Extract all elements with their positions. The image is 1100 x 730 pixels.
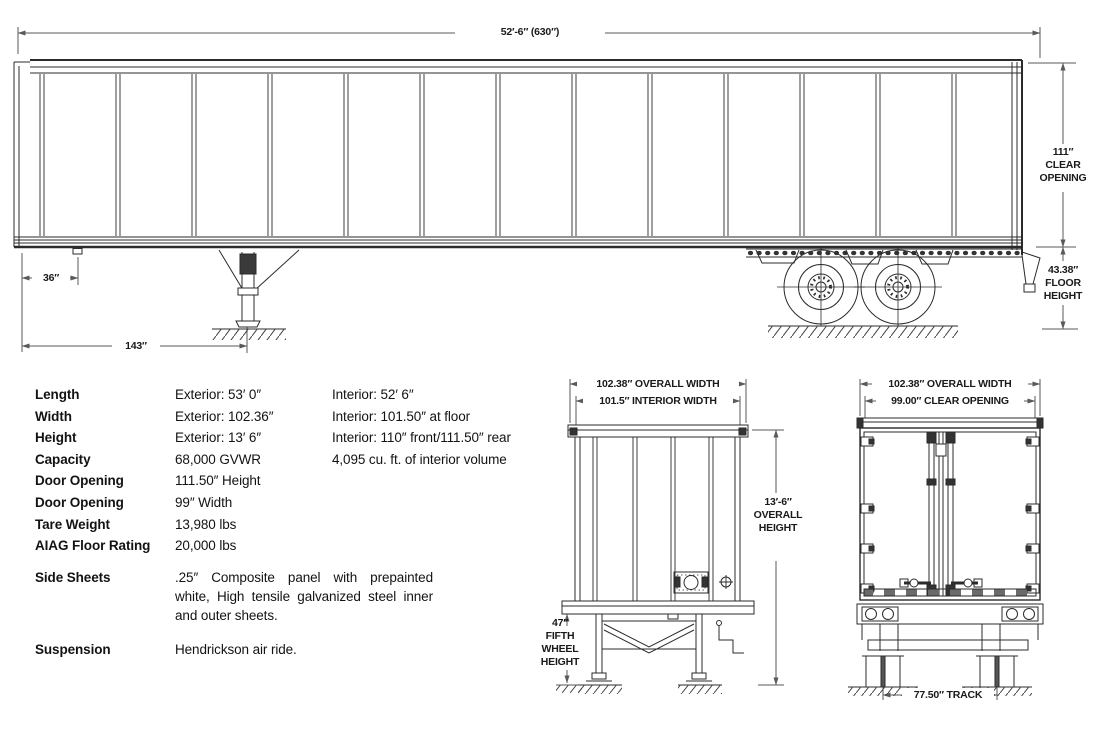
spec-row-door-opening-height: Door Opening 111.50″ Height — [35, 470, 540, 492]
side-dimension-lines — [17, 27, 1078, 353]
spec-row-tare-weight: Tare Weight 13,980 lbs — [35, 514, 540, 536]
kingpin — [72, 248, 83, 255]
landing-gear — [212, 249, 300, 340]
spec-value — [332, 535, 540, 557]
spec-value-gvwr: 68,000 GVWR — [175, 451, 261, 467]
mud-flap — [1021, 251, 1041, 293]
spec-value-exterior: Exterior: 102.36″ — [175, 408, 274, 424]
spec-label: Width — [35, 408, 72, 424]
front-trailer-body — [561, 424, 755, 620]
spec-value-exterior: Exterior: 13′ 6″ — [175, 430, 261, 446]
spec-row-capacity: Capacity 68,000 GVWR 4,095 cu. ft. of in… — [35, 449, 540, 471]
rear-undercarriage — [848, 599, 1044, 696]
front-dimension-lines — [556, 379, 784, 693]
spec-value: 111.50″ Height — [175, 473, 261, 489]
fifth-wheel-height-dim-label: 47″ FIFTH WHEEL HEIGHT — [540, 617, 580, 668]
trailer-front-view-drawing — [556, 379, 784, 694]
trailer-side-view-drawing — [13, 27, 1078, 353]
spec-value-interior: Interior: 110″ front/111.50″ rear — [332, 430, 511, 446]
conspicuity-tape — [863, 588, 1037, 597]
rear-door-hardware — [860, 431, 1040, 597]
spec-value — [332, 470, 540, 492]
spec-label: Tare Weight — [35, 516, 110, 532]
spec-table: Length Exterior: 53′ 0″ Interior: 52′ 6″… — [35, 384, 540, 660]
spec-label: Door Opening — [35, 494, 124, 510]
spec-value: 13,980 lbs — [175, 516, 237, 532]
kingpin-dim-label: 36″ — [32, 271, 70, 285]
spec-label: Height — [35, 430, 77, 446]
front-overall-width-dim-label: 102.38″ OVERALL WIDTH — [577, 377, 739, 391]
spec-label: Length — [35, 387, 80, 402]
track-dim-label: 77.50″ TRACK — [902, 688, 994, 702]
front-interior-width-dim-label: 101.5″ INTERIOR WIDTH — [583, 394, 733, 408]
landing-gear-dim-label: 143″ — [112, 339, 160, 353]
spec-label: Side Sheets — [35, 569, 111, 585]
floor-height-dim-label: 43.38″ FLOOR HEIGHT — [1043, 264, 1083, 302]
spec-value: Hendrickson air ride. — [175, 641, 297, 657]
spec-value-exterior: Exterior: 53′ 0″ — [175, 387, 261, 402]
tandem-wheels — [768, 247, 958, 338]
spec-label: Capacity — [35, 451, 91, 467]
rear-overall-width-dim-label: 102.38″ OVERALL WIDTH — [872, 377, 1028, 391]
spec-label: AIAG Floor Rating — [35, 538, 151, 554]
spec-value — [332, 514, 540, 536]
spec-value — [332, 492, 540, 514]
spec-label: Suspension — [35, 641, 111, 657]
front-overall-height-dim-label: 13′-6″ OVERALL HEIGHT — [753, 496, 803, 534]
spec-row-length: Length Exterior: 53′ 0″ Interior: 52′ 6″ — [35, 384, 540, 406]
spec-row-aiag-floor-rating: AIAG Floor Rating 20,000 lbs — [35, 535, 540, 557]
spec-value-interior: Interior: 101.50″ at floor — [332, 408, 471, 424]
trailer-rear-view-drawing — [848, 379, 1044, 700]
spec-value-interior: Interior: 52′ 6″ — [332, 387, 414, 402]
perforated-rail — [746, 248, 1022, 258]
spec-row-side-sheets: Side Sheets .25″ Composite panel with pr… — [35, 568, 540, 625]
spec-value: 99″ Width — [175, 494, 233, 510]
side-trailer-body — [13, 59, 1023, 255]
spec-row-door-opening-width: Door Opening 99″ Width — [35, 492, 540, 514]
spec-label: Door Opening — [35, 473, 124, 489]
spec-row-height: Height Exterior: 13′ 6″ Interior: 110″ f… — [35, 427, 540, 449]
spec-value: 20,000 lbs — [175, 538, 237, 554]
spec-value: .25″ Composite panel with prepainted whi… — [175, 569, 433, 623]
spec-row-suspension: Suspension Hendrickson air ride. — [35, 639, 540, 661]
clear-opening-dim-label: 111″ CLEAR OPENING — [1039, 146, 1087, 184]
spec-row-width: Width Exterior: 102.36″ Interior: 101.50… — [35, 406, 540, 428]
spec-value-volume: 4,095 cu. ft. of interior volume — [332, 451, 507, 467]
rear-clear-opening-dim-label: 99.00″ CLEAR OPENING — [876, 394, 1024, 408]
overall-length-dim-label: 52′-6″ (630″) — [455, 25, 605, 40]
front-landing-gear — [578, 614, 744, 694]
